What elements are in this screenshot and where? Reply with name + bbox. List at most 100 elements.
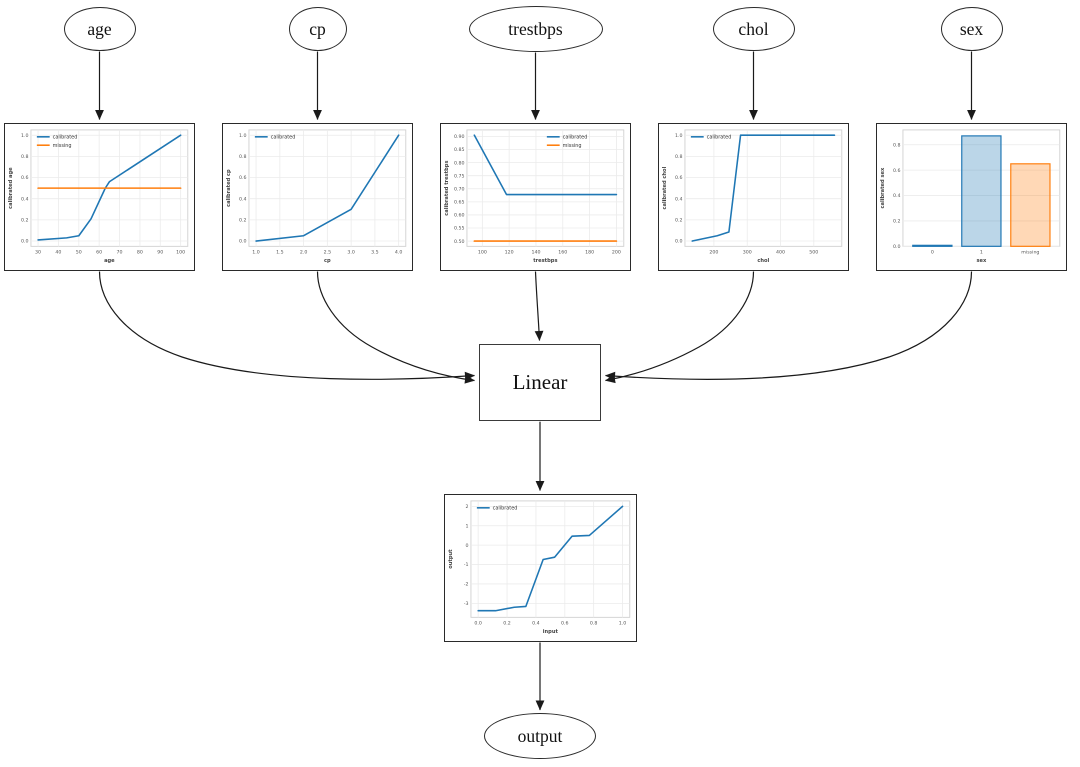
svg-text:calibrated: calibrated — [53, 135, 78, 141]
svg-text:calibrated: calibrated — [493, 506, 518, 512]
svg-text:calibrated trestbps: calibrated trestbps — [444, 161, 450, 216]
svg-text:1.0: 1.0 — [619, 621, 627, 627]
svg-text:2.5: 2.5 — [324, 250, 332, 256]
svg-text:2: 2 — [465, 504, 468, 510]
svg-text:0.6: 0.6 — [561, 621, 569, 627]
node-linear-label: Linear — [512, 370, 568, 394]
node-cp-label: cp — [309, 18, 326, 39]
svg-text:30: 30 — [35, 250, 41, 256]
node-cp: cp — [288, 7, 347, 51]
svg-text:1.0: 1.0 — [252, 250, 260, 256]
svg-text:60: 60 — [96, 250, 102, 256]
node-sex: sex — [940, 7, 1003, 51]
svg-text:0.80: 0.80 — [454, 160, 465, 166]
svg-text:0.4: 0.4 — [675, 196, 683, 202]
svg-text:180: 180 — [585, 250, 594, 256]
svg-text:500: 500 — [809, 250, 818, 256]
svg-text:0.0: 0.0 — [893, 244, 901, 250]
svg-text:50: 50 — [76, 250, 82, 256]
node-linear: Linear — [479, 344, 601, 421]
svg-text:0.2: 0.2 — [239, 218, 247, 224]
svg-text:-1: -1 — [464, 562, 469, 568]
svg-text:0.0: 0.0 — [21, 239, 29, 245]
svg-text:200: 200 — [612, 250, 621, 256]
svg-text:0.0: 0.0 — [675, 239, 683, 245]
svg-text:1.0: 1.0 — [21, 133, 29, 139]
svg-text:0.8: 0.8 — [590, 621, 598, 627]
svg-text:trestbps: trestbps — [533, 258, 557, 264]
svg-text:400: 400 — [776, 250, 785, 256]
svg-text:missing: missing — [53, 143, 72, 149]
svg-text:0.4: 0.4 — [532, 621, 540, 627]
svg-text:cp: cp — [324, 258, 331, 264]
edge-age-calibrator-to-linear — [98, 271, 475, 381]
edge-cp-calibrator-to-linear — [316, 271, 475, 384]
svg-text:0.6: 0.6 — [893, 168, 901, 174]
svg-text:1: 1 — [980, 250, 983, 256]
svg-text:0.60: 0.60 — [454, 213, 465, 219]
svg-text:1.0: 1.0 — [239, 133, 247, 139]
svg-text:calibrated: calibrated — [707, 135, 732, 141]
svg-text:0.75: 0.75 — [454, 173, 465, 179]
svg-text:3.5: 3.5 — [371, 250, 379, 256]
svg-text:160: 160 — [558, 250, 567, 256]
edge-trestbps-calibrator-to-linear — [534, 271, 544, 341]
svg-text:calibrated cp: calibrated cp — [226, 169, 232, 207]
svg-text:0.2: 0.2 — [675, 218, 683, 224]
svg-text:calibrated: calibrated — [563, 135, 588, 141]
svg-text:0.2: 0.2 — [503, 621, 511, 627]
node-chol-label: chol — [738, 18, 769, 39]
svg-text:40: 40 — [55, 250, 61, 256]
svg-text:120: 120 — [505, 250, 514, 256]
svg-text:2.0: 2.0 — [300, 250, 308, 256]
edge-chol-calibrator-to-linear — [605, 271, 755, 384]
svg-text:0.8: 0.8 — [675, 154, 683, 160]
svg-text:input: input — [543, 629, 559, 635]
node-age: age — [63, 7, 136, 51]
svg-text:0.85: 0.85 — [454, 147, 465, 153]
svg-text:1.0: 1.0 — [675, 133, 683, 139]
svg-text:200: 200 — [709, 250, 718, 256]
svg-text:0.2: 0.2 — [21, 218, 29, 224]
node-chol: chol — [712, 7, 795, 51]
svg-text:age: age — [104, 258, 115, 264]
svg-text:80: 80 — [137, 250, 143, 256]
svg-text:sex: sex — [976, 258, 987, 264]
svg-text:-3: -3 — [464, 601, 469, 607]
svg-text:140: 140 — [531, 250, 540, 256]
svg-text:0.50: 0.50 — [454, 239, 465, 245]
svg-text:chol: chol — [757, 258, 769, 264]
svg-text:calibrated: calibrated — [271, 135, 296, 141]
svg-text:0.8: 0.8 — [21, 154, 29, 160]
node-sex-label: sex — [959, 18, 984, 39]
svg-text:3.0: 3.0 — [347, 250, 355, 256]
svg-text:calibrated chol: calibrated chol — [662, 166, 668, 209]
svg-text:0.8: 0.8 — [893, 142, 901, 148]
node-output: output — [484, 713, 596, 759]
node-trestbps-label: trestbps — [508, 18, 563, 39]
svg-text:0.4: 0.4 — [21, 196, 29, 202]
node-age-label: age — [87, 18, 112, 39]
svg-text:100: 100 — [176, 250, 185, 256]
svg-text:0.6: 0.6 — [675, 175, 683, 181]
svg-text:output: output — [448, 549, 454, 569]
svg-text:70: 70 — [117, 250, 123, 256]
svg-text:0.4: 0.4 — [893, 193, 901, 199]
svg-text:0.6: 0.6 — [21, 175, 29, 181]
svg-text:0.65: 0.65 — [454, 200, 465, 206]
svg-text:missing: missing — [1021, 250, 1039, 256]
node-trestbps: trestbps — [468, 6, 603, 52]
svg-text:0.0: 0.0 — [474, 621, 482, 627]
